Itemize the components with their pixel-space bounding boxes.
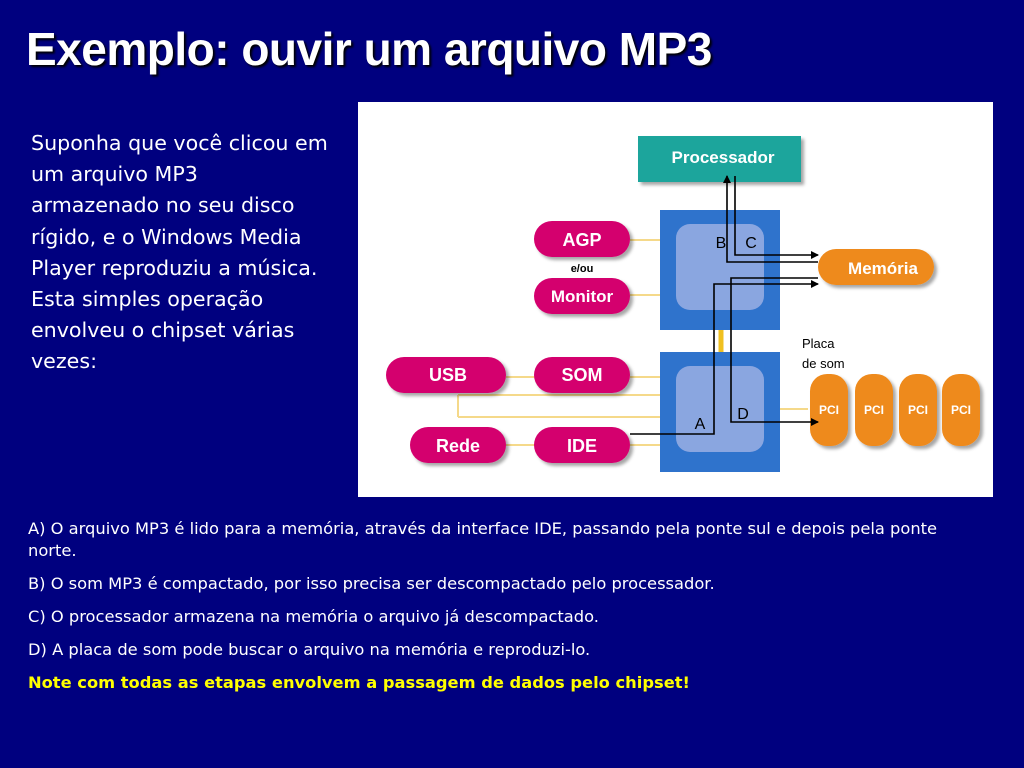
som-label: SOM [561,365,602,385]
processor-box [638,136,801,182]
memory-unit [818,249,934,285]
memory-label: Memória [848,259,918,278]
pci-label-3: PCI [908,403,928,417]
pci-slot-4 [942,374,980,446]
pci-slot-3 [899,374,937,446]
path-label-a: A [695,416,706,433]
ide-unit [534,427,630,463]
path-b-arrow [723,175,818,263]
processor-label: Processador [672,148,775,167]
chipset-diagram: Processador AGP e/ou Monitor USB SOM Red… [358,102,993,497]
rede-unit [410,427,506,463]
step-notes: A) O arquivo MP3 é lido para a memória, … [28,518,988,705]
note-step-c: C) O processador armazena na memória o a… [28,607,599,626]
diagram-svg: Processador AGP e/ou Monitor USB SOM Red… [386,136,980,472]
monitor-label: Monitor [551,287,614,306]
or-label: e/ou [571,263,594,275]
note-step-a: A) O arquivo MP3 é lido para a memória, … [28,519,938,560]
note-step-b: B) O som MP3 é compactado, por isso prec… [28,574,715,593]
path-label-b: B [716,235,727,252]
usb-unit [386,357,506,393]
north-bridge [660,210,780,330]
slide-title: Exemplo: ouvir um arquivo MP3 [26,23,712,75]
yellow-bus-lines [457,239,808,446]
sound-card-label-line2: de som [802,356,845,371]
path-label-d: D [737,406,749,423]
monitor-unit [534,278,630,314]
pci-label-4: PCI [951,403,971,417]
data-flow-paths [630,175,819,435]
intro-text: Suponha que você clicou em um arquivo MP… [31,131,328,374]
note-highlight: Note com todas as etapas envolvem a pass… [28,673,690,692]
note-step-d: D) A placa de som pode buscar o arquivo … [28,640,591,659]
ide-label: IDE [567,436,597,456]
path-d-arrow [730,277,819,426]
pci-label-2: PCI [864,403,884,417]
path-a-arrow [630,280,819,435]
rede-label: Rede [436,436,480,456]
agp-unit [534,221,630,257]
path-label-c: C [745,235,757,252]
pci-slot-1 [810,374,848,446]
pci-slot-2 [855,374,893,446]
som-unit [534,357,630,393]
sound-card-label-line1: Placa [802,336,835,351]
agp-label: AGP [562,230,601,250]
usb-label: USB [429,365,467,385]
path-c-arrow [734,176,819,259]
pci-label-1: PCI [819,403,839,417]
south-bridge [660,352,780,472]
